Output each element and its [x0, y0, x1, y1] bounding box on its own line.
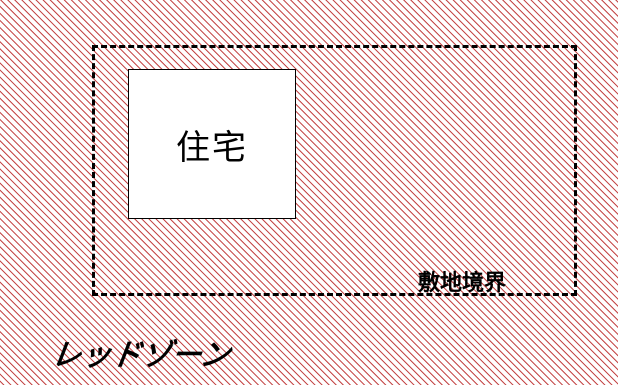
red-zone-label: レッドゾーン [49, 338, 233, 373]
site-boundary-label: 敷地境界 [418, 271, 507, 296]
house-building: 住宅 [128, 69, 296, 219]
house-label: 住宅 [176, 127, 248, 168]
site-boundary-outline [92, 45, 577, 296]
